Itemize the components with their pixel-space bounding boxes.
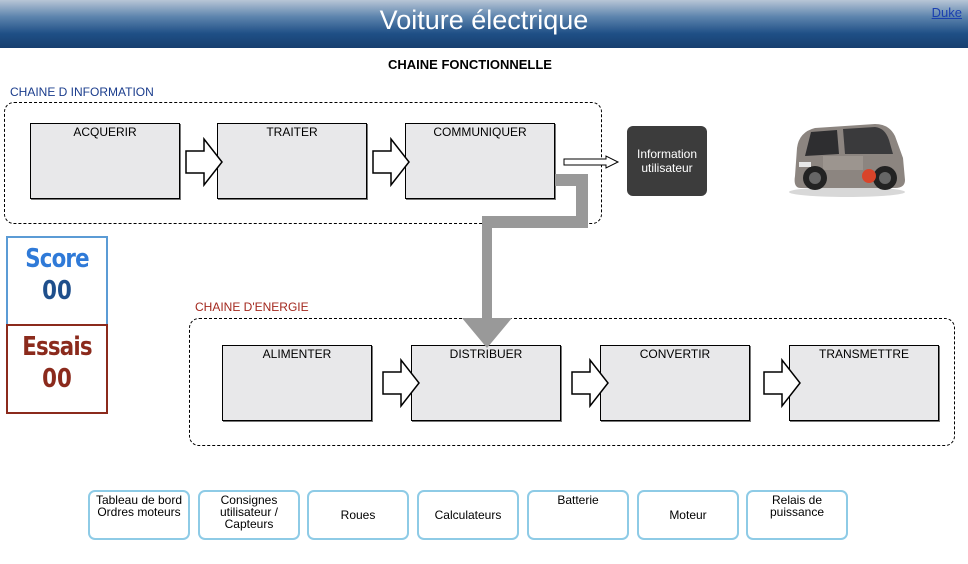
connector-arrow-icon: [462, 174, 588, 348]
chip-consignes[interactable]: Consignes utilisateur / Capteurs: [198, 490, 300, 540]
chip-moteur[interactable]: Moteur: [637, 490, 739, 540]
chip-relais-de-puissance[interactable]: Relais de puissance: [746, 490, 848, 540]
box-acquerir[interactable]: ACQUERIR: [30, 123, 180, 199]
info-output-label: Information utilisateur: [636, 147, 698, 175]
info-output-box: Information utilisateur: [627, 126, 707, 196]
box-convertir-label: CONVERTIR: [639, 347, 711, 361]
chip-label: Calculateurs: [434, 508, 502, 522]
box-communiquer-label: COMMUNIQUER: [433, 125, 527, 139]
chip-tableau-de-bord[interactable]: Tableau de bord Ordres moteurs: [88, 490, 190, 540]
arrow-right-icon: [763, 358, 801, 408]
header-bar: [0, 0, 968, 48]
score-panel: Score 00: [6, 236, 108, 326]
box-transmettre-label: TRANSMETTRE: [819, 347, 909, 361]
chip-label: Tableau de bord Ordres moteurs: [95, 493, 183, 519]
arrow-right-icon: [571, 358, 609, 408]
chip-calculateurs[interactable]: Calculateurs: [417, 490, 519, 540]
info-chain-label: CHAINE D INFORMATION: [10, 85, 154, 99]
page-title: Voiture électrique: [379, 5, 589, 35]
arrow-right-icon: [372, 137, 410, 187]
chip-label: Moteur: [669, 508, 707, 522]
score-label: Score: [25, 244, 89, 274]
electric-car-image: [789, 124, 905, 197]
chip-batterie[interactable]: Batterie: [527, 490, 629, 540]
essais-panel: Essais 00: [6, 324, 108, 414]
box-alimenter[interactable]: ALIMENTER: [222, 345, 372, 421]
box-acquerir-label: ACQUERIR: [73, 125, 137, 139]
box-traiter[interactable]: TRAITER: [217, 123, 367, 199]
box-communiquer[interactable]: COMMUNIQUER: [405, 123, 555, 199]
box-convertir[interactable]: CONVERTIR: [600, 345, 750, 421]
box-alimenter-label: ALIMENTER: [262, 347, 332, 361]
essais-value: 00: [42, 364, 72, 394]
energy-chain-label: CHAINE D'ENERGIE: [195, 300, 309, 314]
energy-chain-frame: [189, 318, 955, 446]
arrow-right-icon: [185, 137, 223, 187]
chip-label: Consignes utilisateur / Capteurs: [219, 493, 279, 531]
score-value: 00: [42, 276, 72, 306]
output-arrow-icon: [563, 155, 620, 169]
box-distribuer[interactable]: DISTRIBUER: [411, 345, 561, 421]
subtitle: CHAINE FONCTIONNELLE: [388, 57, 552, 72]
chip-label: Relais de puissance: [769, 493, 825, 519]
chip-label: Batterie: [557, 493, 599, 507]
chip-roues[interactable]: Roues: [307, 490, 409, 540]
arrow-right-icon: [382, 358, 420, 408]
essais-label: Essais: [22, 332, 92, 362]
box-transmettre[interactable]: TRANSMETTRE: [789, 345, 939, 421]
chip-label: Roues: [340, 508, 376, 522]
box-distribuer-label: DISTRIBUER: [449, 347, 523, 361]
box-traiter-label: TRAITER: [266, 125, 318, 139]
author-link[interactable]: Duke: [931, 5, 962, 20]
